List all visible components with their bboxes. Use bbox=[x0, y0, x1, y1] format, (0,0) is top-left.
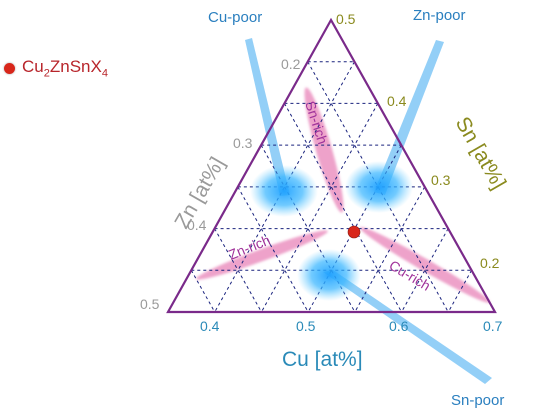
sn-rich-band bbox=[304, 87, 344, 213]
grid-line bbox=[190, 270, 216, 313]
poor-rays bbox=[245, 38, 492, 384]
sn-poor-ray bbox=[323, 270, 492, 384]
cu-poor-ray bbox=[245, 38, 290, 196]
zn-poor-ray bbox=[374, 40, 444, 195]
zn-poor-label: Zn-poor bbox=[413, 7, 466, 24]
phase-blobs bbox=[250, 161, 413, 301]
sn-tick: 0.3 bbox=[431, 172, 451, 188]
cu-tick: 0.4 bbox=[200, 318, 220, 334]
zn-tick: 0.5 bbox=[140, 296, 160, 312]
cu-rich-band bbox=[359, 227, 491, 303]
grid-line bbox=[447, 270, 473, 313]
zn-tick: 0.3 bbox=[233, 135, 253, 151]
zn-tick: 0.4 bbox=[187, 217, 207, 233]
zn-poor-blob bbox=[345, 161, 413, 213]
cu-tick: 0.7 bbox=[483, 318, 503, 334]
cu-poor-blob bbox=[250, 165, 318, 217]
sn-tick: 0.4 bbox=[387, 93, 407, 109]
zn-rich-band bbox=[196, 230, 328, 280]
grid-line bbox=[214, 228, 262, 313]
sn-tick: 0.5 bbox=[336, 11, 356, 27]
legend-marker-icon bbox=[4, 62, 15, 74]
cu-poor-label: Cu-poor bbox=[208, 9, 262, 26]
legend: Cu2ZnSnX4 bbox=[4, 57, 108, 79]
legend-label: Cu2ZnSnX4 bbox=[22, 57, 108, 80]
cu2znsnx4-point bbox=[347, 225, 361, 239]
cu-tick: 0.6 bbox=[389, 318, 409, 334]
grid-line bbox=[283, 103, 403, 313]
cu-axis-title: Cu [at%] bbox=[282, 348, 363, 371]
sn-poor-blob bbox=[297, 249, 361, 301]
sn-axis-title: Sn [at%] bbox=[451, 113, 511, 193]
rich-bands bbox=[196, 87, 491, 303]
zn-tick: 0.2 bbox=[281, 56, 301, 72]
grid-line bbox=[401, 228, 449, 313]
triangle-outline bbox=[166, 17, 497, 314]
grid-line bbox=[260, 103, 379, 313]
sn-tick: 0.2 bbox=[480, 255, 500, 271]
sn-poor-label: Sn-poor bbox=[451, 392, 504, 409]
cu-tick: 0.5 bbox=[296, 318, 316, 334]
sn-rich-label: Sn-rich bbox=[302, 99, 331, 146]
